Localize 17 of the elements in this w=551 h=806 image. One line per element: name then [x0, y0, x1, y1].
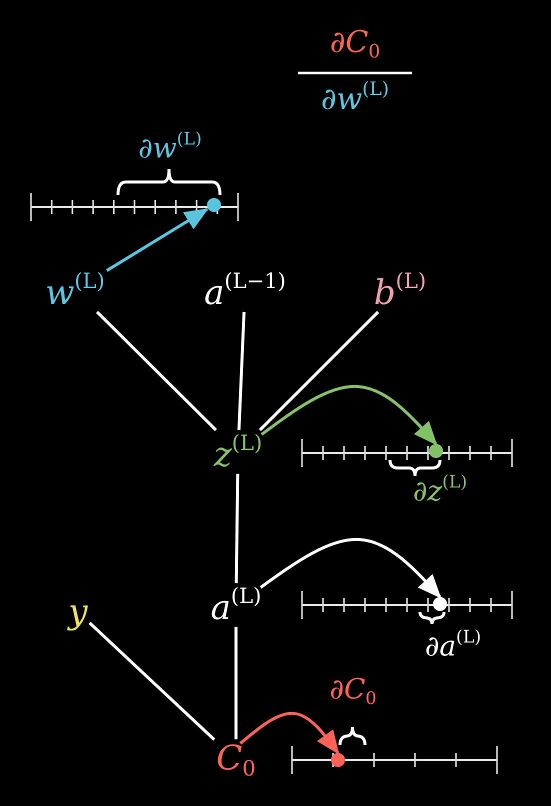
variable-label: b$^{(L)}$	[372, 268, 428, 312]
variable-label: z$^{(L)}$	[212, 430, 264, 474]
variable-label: a$^{(L−1)}$	[202, 268, 288, 312]
fraction-numerator: ∂C$_{0}$	[328, 26, 382, 64]
change-label: ∂z$^{(L)}$	[412, 472, 468, 508]
change-label: ∂w$^{(L)}$	[137, 130, 203, 164]
variable-label: y	[66, 593, 90, 631]
change-label: ∂a$^{(L)}$	[424, 628, 482, 662]
value-dot	[207, 198, 221, 212]
variable-label: w$^{(L)}$	[43, 268, 107, 312]
variable-label: C$_{0}$	[214, 739, 258, 781]
change-label: ∂C$_{0}$	[328, 674, 378, 710]
value-dot	[429, 444, 443, 458]
value-dot	[331, 753, 345, 767]
variable-label: a$^{(L)}$	[208, 583, 264, 627]
value-dot	[433, 597, 447, 611]
fraction-denominator: ∂w$^{(L)}$	[320, 79, 390, 117]
